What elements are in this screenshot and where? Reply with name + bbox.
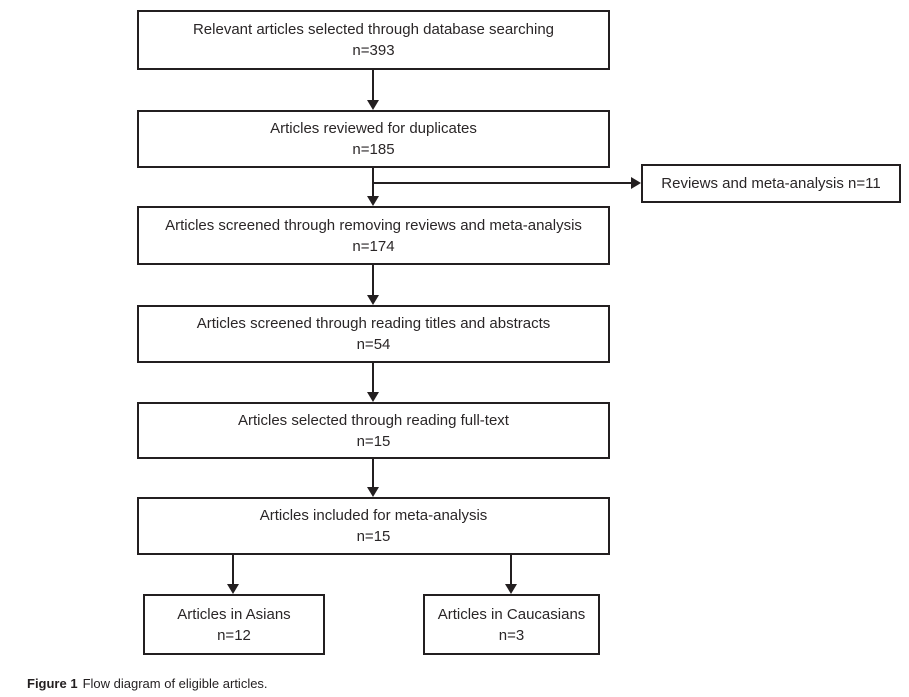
box-full-text: Articles selected through reading full-t… [137, 402, 610, 459]
box-titles-abstracts-label: Articles screened through reading titles… [196, 315, 551, 332]
box-titles-abstracts-count: n=54 [356, 336, 391, 353]
arrow-right-icon-excluded [631, 177, 641, 189]
arrow-down-icon-caucasians [505, 584, 517, 594]
box-reviews-excluded-label: Reviews and meta-analysis n=11 [661, 175, 881, 192]
arrow-line-5 [372, 459, 374, 488]
box-removing-reviews-label: Articles screened through removing revie… [165, 216, 582, 234]
arrow-line-1 [372, 70, 374, 101]
box-database-searching-label: Relevant articles selected through datab… [192, 21, 555, 38]
figure-caption: Figure 1 Flow diagram of eligible article… [27, 676, 268, 691]
box-full-text-label: Articles selected through reading full-t… [238, 411, 509, 429]
box-reviewed-duplicates: Articles reviewed for duplicates n=185 [137, 110, 610, 168]
box-caucasians: Articles in Caucasians n=3 [423, 594, 600, 655]
box-asians-count: n=12 [217, 626, 251, 644]
box-asians-label: Articles in Asians [177, 605, 291, 623]
box-caucasians-label: Articles in Caucasians [437, 605, 586, 623]
box-removing-reviews: Articles screened through removing revie… [137, 206, 610, 265]
arrow-line-asians [232, 555, 234, 585]
box-included-meta-analysis-count: n=15 [356, 528, 391, 545]
figure-caption-text: Flow diagram of eligible articles. [82, 676, 268, 691]
figure-caption-label: Figure 1 [27, 676, 78, 691]
box-reviewed-duplicates-label: Articles reviewed for duplicates [270, 120, 477, 137]
box-database-searching: Relevant articles selected through datab… [137, 10, 610, 70]
box-removing-reviews-count: n=174 [352, 237, 395, 255]
arrow-down-icon-1 [367, 100, 379, 110]
box-asians: Articles in Asians n=12 [143, 594, 325, 655]
arrow-line-4 [372, 363, 374, 393]
box-reviews-excluded: Reviews and meta-analysis n=11 [641, 164, 901, 203]
box-caucasians-count: n=3 [498, 626, 525, 644]
arrow-down-icon-4 [367, 392, 379, 402]
branch-line-excluded [373, 182, 631, 184]
box-titles-abstracts: Articles screened through reading titles… [137, 305, 610, 363]
box-full-text-count: n=15 [356, 432, 391, 450]
box-included-meta-analysis: Articles included for meta-analysis n=15 [137, 497, 610, 555]
arrow-line-caucasians [510, 555, 512, 585]
box-reviewed-duplicates-count: n=185 [352, 141, 395, 158]
box-included-meta-analysis-label: Articles included for meta-analysis [259, 507, 488, 524]
arrow-down-icon-5 [367, 487, 379, 497]
arrow-down-icon-asians [227, 584, 239, 594]
arrow-down-icon-3 [367, 295, 379, 305]
arrow-line-3 [372, 265, 374, 296]
arrow-down-icon-2 [367, 196, 379, 206]
box-database-searching-count: n=393 [352, 42, 395, 59]
